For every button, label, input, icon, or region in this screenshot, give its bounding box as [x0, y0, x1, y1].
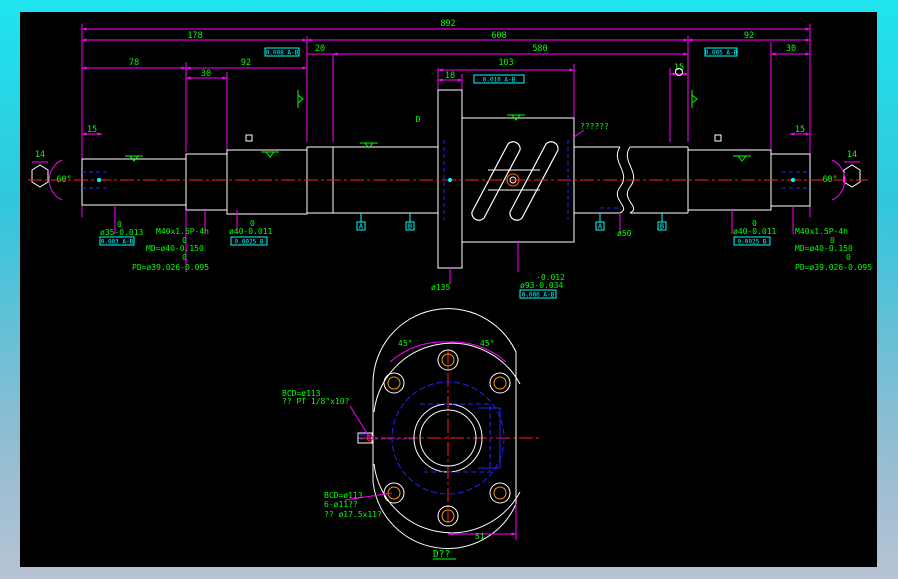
- tol-frame-top-right: [704, 47, 738, 57]
- tol-frame-nut-top: [473, 74, 525, 84]
- tol-frame-top-left: [264, 47, 300, 57]
- tol-frame-nut-dia: [519, 289, 557, 299]
- dim-end-14-left: 14: [35, 150, 45, 160]
- tol-nut-top-text: 0.010 A-B: [483, 77, 516, 84]
- nut-callout: ??????: [580, 122, 609, 131]
- datum-d-label: D: [416, 115, 421, 124]
- axis-markers: [97, 178, 795, 182]
- right-md: MD=ø40-0.150: [795, 244, 853, 253]
- flange-45-right: 45°: [480, 339, 494, 348]
- note-leaders: [114, 129, 794, 284]
- tol-frame-right-shaft: [733, 236, 771, 246]
- dim-step-20: 20: [315, 44, 325, 54]
- left-pd: PD=ø39.026-0.095: [132, 263, 209, 272]
- dim-left-30: 30: [201, 69, 211, 79]
- tol-frame-left-journal: [99, 236, 135, 246]
- right-pd: PD=ø39.026-0.095: [795, 263, 872, 272]
- nut-dia: ø93-0.034: [520, 281, 564, 290]
- dim-left-78: 78: [129, 58, 139, 68]
- surface-finish-symbols: [125, 90, 751, 162]
- left-dia-zero: 0: [117, 220, 122, 229]
- dim-end-14-right: 14: [847, 150, 857, 160]
- tol-nut-dia-text: 0.006 A-B: [522, 292, 555, 299]
- datum-b-left: B: [408, 223, 412, 231]
- left-notes: 0 ø35-0.013 M40x1.5P-4h 0 MD=ø40-0.150 0…: [100, 219, 273, 272]
- flange-view-text: 45° 45° BCD=ø113 ?? PT 1/8"x10? BCD=ø113…: [282, 339, 494, 560]
- tolerance-frames: 0.008 A-B 0.010 A-B 0.005 A-B 0.003 A-B …: [99, 47, 771, 299]
- bcd-top: BCD=ø113: [282, 389, 321, 398]
- dim-middle-span: 608: [491, 31, 506, 41]
- tol-left-journal-text: 0.003 A-B: [101, 239, 134, 246]
- flange-dia: ø135: [431, 283, 450, 292]
- shaft-outline: [31, 89, 861, 269]
- bcd-bottom: BCD=ø113: [324, 491, 363, 500]
- right-shaft: ø40-0.011: [733, 227, 777, 236]
- flange-51: 51: [475, 532, 485, 541]
- dim-end-15-left: 15: [87, 125, 97, 135]
- hidden-lines: [82, 140, 810, 220]
- left-shaft-zero: 0: [250, 219, 255, 228]
- left-shaft: ø40-0.011: [229, 227, 273, 236]
- right-md-zero: 0: [830, 236, 835, 245]
- dim-left-span: 178: [187, 31, 202, 41]
- left-md: MD=ø40-0.150: [146, 244, 204, 253]
- cad-drawing-canvas: 892 178 608 92 20 580 30 78 30 92 18 103…: [20, 12, 877, 567]
- left-thread: M40x1.5P-4h: [156, 227, 209, 236]
- tol-top-left-text: 0.008 A-B: [266, 50, 299, 57]
- left-pd-zero: 0: [182, 253, 187, 262]
- end-angle-lines: [32, 159, 860, 201]
- tol-left-shaft-text: 0.0025 B: [235, 239, 264, 246]
- right-notes: 0 ø40-0.011 M40x1.5P-4h 0 MD=ø40-0.150 0…: [733, 219, 872, 272]
- dim-overall: 892: [440, 19, 455, 29]
- datum-leaders: [360, 213, 663, 222]
- dim-nut-103: 103: [498, 58, 513, 68]
- center-notes: ø135 -0.012 ø93-0.034 ø50 ??????: [431, 122, 632, 292]
- dim-right-30: 30: [786, 44, 796, 54]
- tol-frame-left-shaft: [230, 236, 268, 246]
- right-thread: M40x1.5P-4h: [795, 227, 848, 236]
- port-note: ?? PT 1/8"x10?: [282, 397, 350, 406]
- dim-end-15-right: 15: [795, 125, 805, 135]
- left-dia: ø35-0.013: [100, 228, 144, 237]
- nut-tol-top: -0.012: [536, 273, 565, 282]
- tol-top-right-text: 0.005 A-B: [705, 50, 738, 57]
- left-md-zero: 0: [182, 236, 187, 245]
- datum-b-right: B: [660, 223, 664, 231]
- bcd-circle: [391, 381, 505, 495]
- dim-nut-18: 18: [445, 71, 455, 81]
- dim-left-92: 92: [241, 58, 251, 68]
- view-label: D??: [433, 549, 450, 560]
- dim-thread-580: 580: [532, 44, 547, 54]
- datum-a-left: A: [359, 223, 364, 231]
- datum-a-right: A: [598, 223, 603, 231]
- symbol-tags: [245, 68, 722, 142]
- bolt-holes: [383, 349, 511, 527]
- right-pd-zero: 0: [846, 253, 851, 262]
- tol-right-shaft-text: 0.0025 B: [738, 239, 767, 246]
- counterbore-note: ?? ø17.5x11?: [324, 510, 382, 519]
- screw-dia: ø50: [617, 229, 632, 238]
- top-dimension-text: 892 178 608 92 20 580 30 78 30 92 18 103…: [35, 19, 857, 185]
- ball-screw-drawing: 892 178 608 92 20 580 30 78 30 92 18 103…: [28, 19, 872, 560]
- holes-note: 6-ø11??: [324, 500, 358, 509]
- flange-end-view: [344, 308, 521, 549]
- dim-right-span: 92: [744, 31, 754, 41]
- top-dimension-lines: [81, 24, 811, 217]
- right-shaft-zero: 0: [752, 219, 757, 228]
- flange-45-left: 45°: [398, 339, 412, 348]
